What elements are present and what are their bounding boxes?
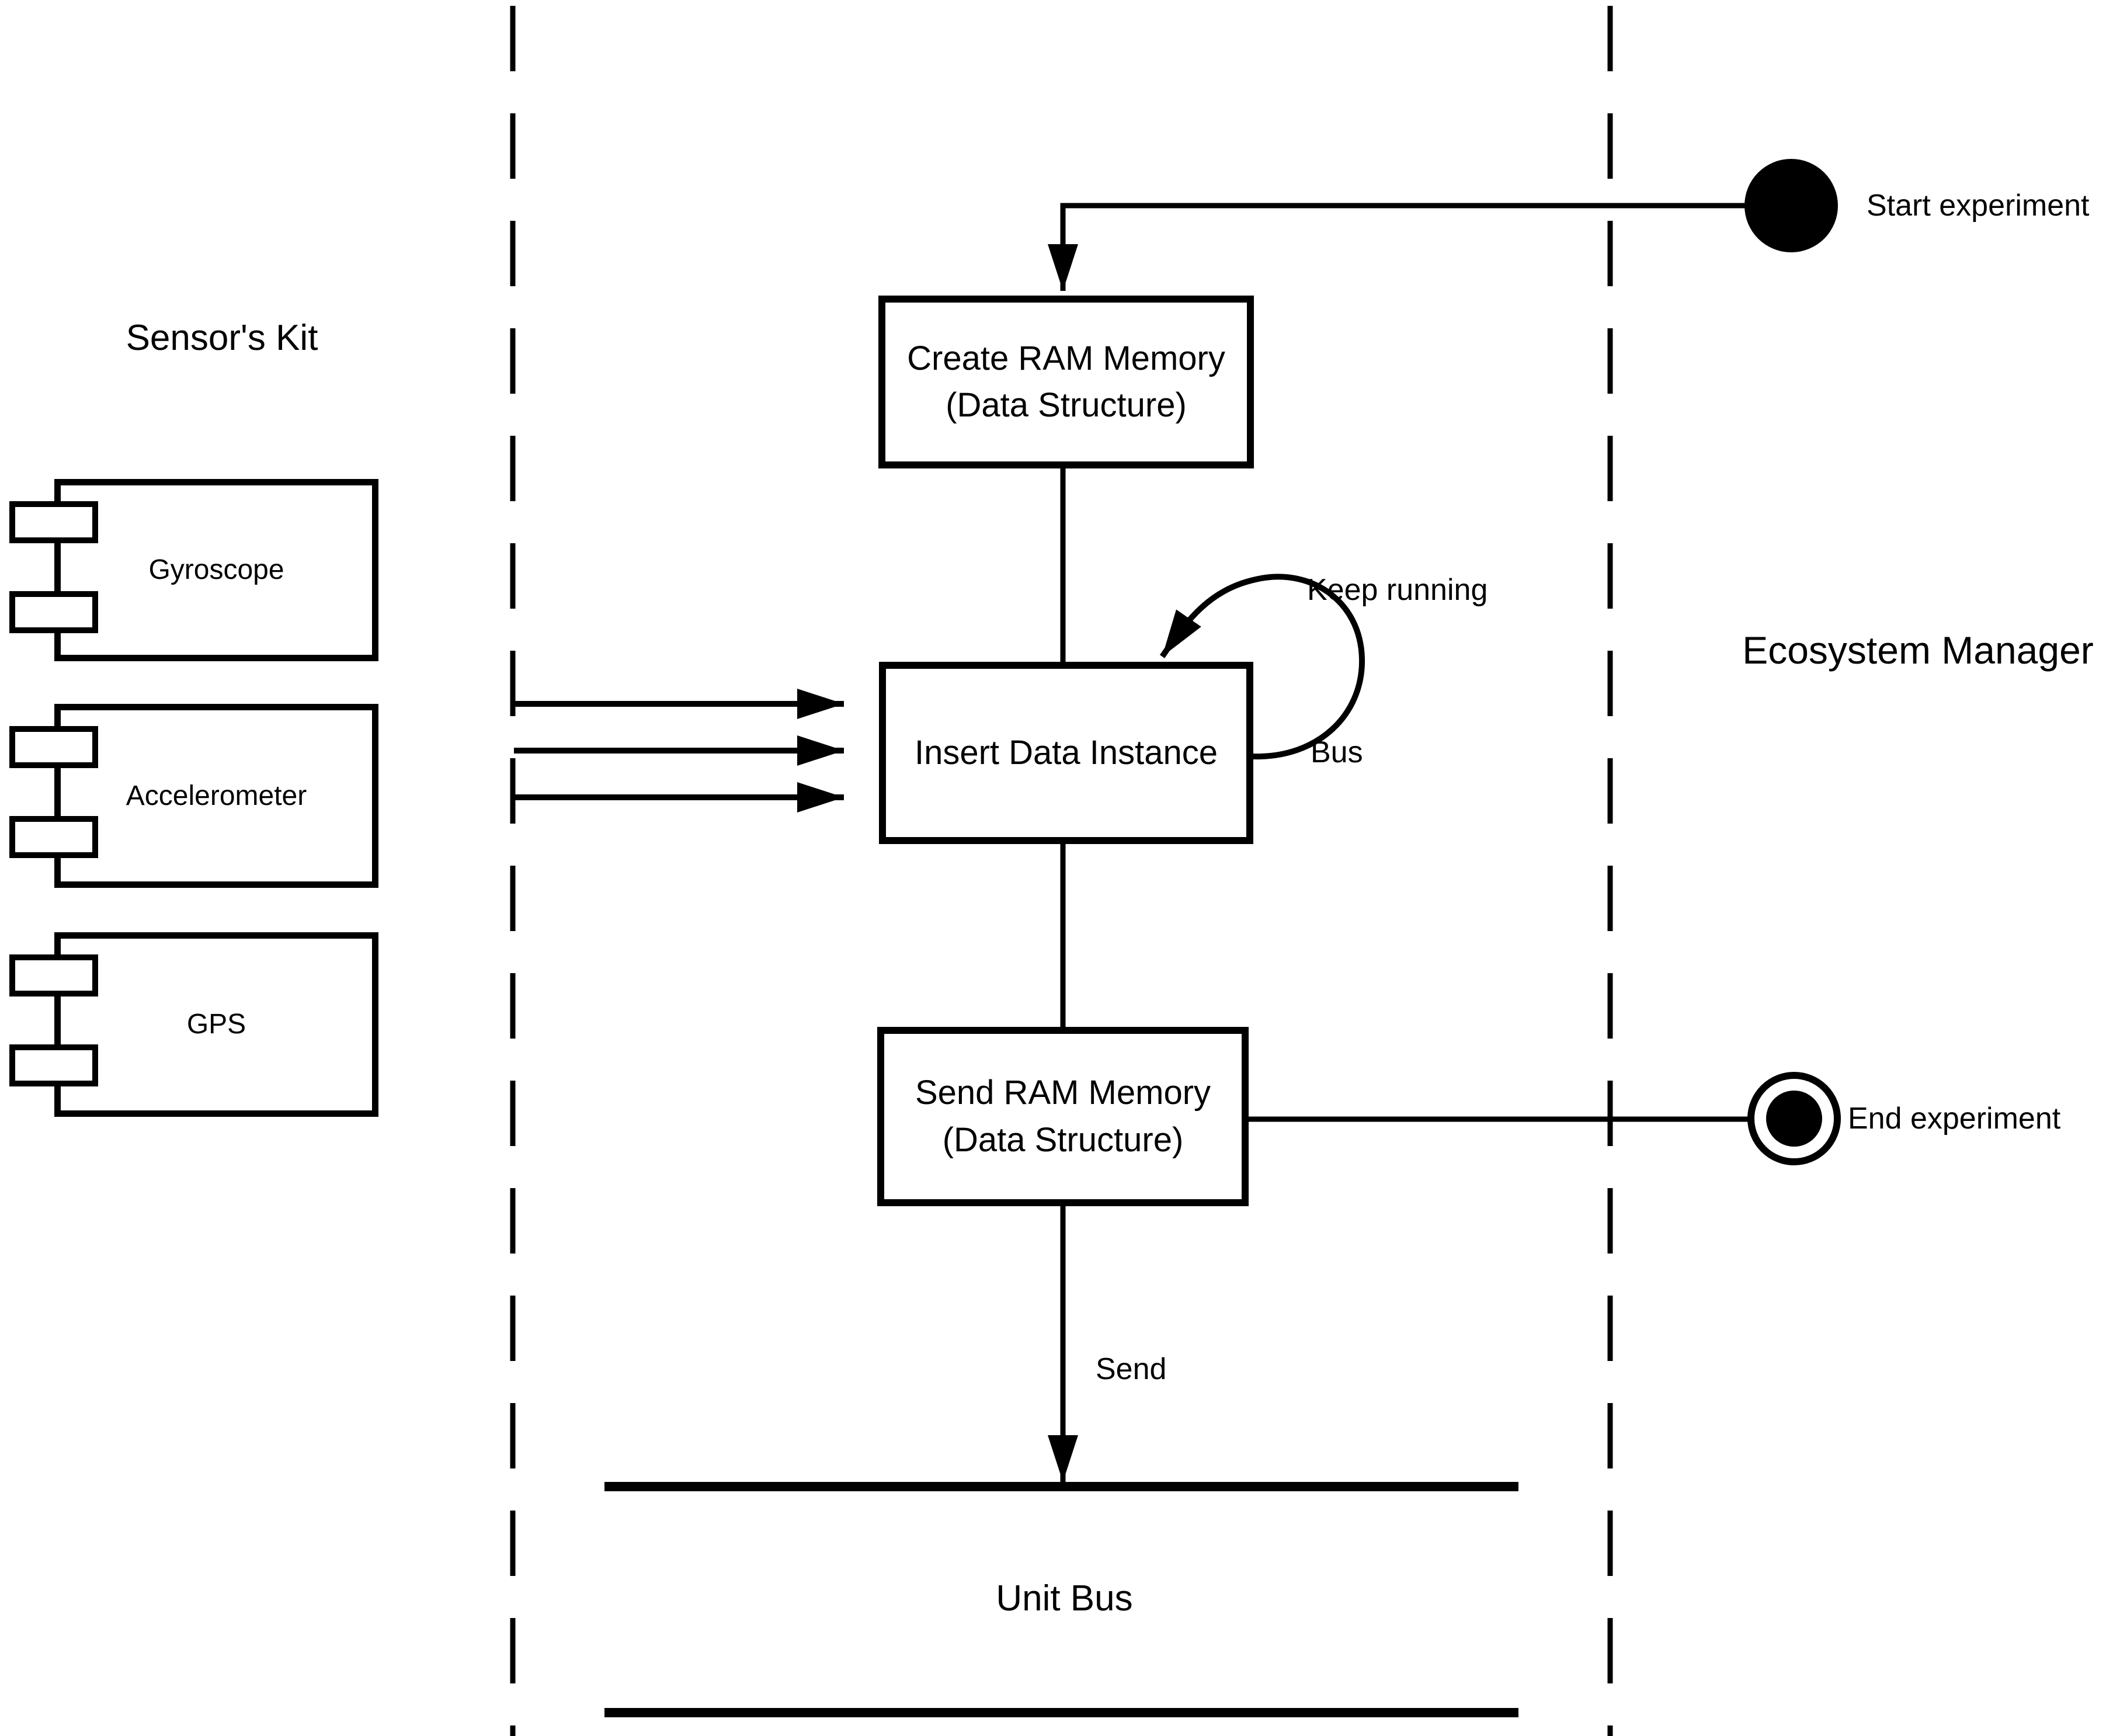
lane-title-sensors-kit: Sensor's Kit bbox=[126, 318, 318, 358]
lane-title-ecosystem-manager: Ecosystem Manager bbox=[1742, 629, 2094, 672]
lane-title-unit-bus: Unit Bus bbox=[996, 1578, 1133, 1619]
component-accelerometer-label: Accelerometer bbox=[126, 780, 307, 811]
component-port-icon bbox=[9, 954, 98, 997]
edge-label-send: Send bbox=[1096, 1352, 1167, 1386]
activity-send-ram-memory: Send RAM Memory (Data Structure) bbox=[877, 1027, 1249, 1206]
component-port-icon bbox=[9, 1044, 98, 1086]
activity-create-ram-memory: Create RAM Memory (Data Structure) bbox=[878, 296, 1254, 468]
component-gps-label: GPS bbox=[186, 1009, 246, 1040]
edge-label-end-experiment: End experiment bbox=[1848, 1102, 2061, 1136]
component-port-icon bbox=[9, 501, 98, 543]
start-node-icon bbox=[1744, 159, 1838, 252]
activity-insert-data-instance: Insert Data Instance bbox=[879, 662, 1253, 844]
activity-create-ram-line1: Create RAM Memory bbox=[907, 339, 1225, 377]
activity-create-ram-line2: (Data Structure) bbox=[946, 386, 1187, 424]
self-loop-keep-running bbox=[1159, 574, 1365, 760]
edge-start-to-create bbox=[1048, 203, 1746, 291]
component-gyroscope: Gyroscope bbox=[54, 479, 378, 661]
activity-send-ram-line2: (Data Structure) bbox=[942, 1120, 1184, 1159]
component-gyroscope-label: Gyroscope bbox=[148, 554, 284, 585]
component-accelerometer: Accelerometer bbox=[54, 704, 378, 888]
end-node-icon bbox=[1766, 1091, 1822, 1147]
component-gps: GPS bbox=[54, 932, 378, 1117]
component-port-icon bbox=[9, 726, 98, 768]
component-port-icon bbox=[9, 591, 98, 633]
activity-insert-data-label: Insert Data Instance bbox=[914, 733, 1218, 772]
edge-label-bus: Bus bbox=[1311, 735, 1363, 769]
edge-label-keep-running: Keep running bbox=[1307, 573, 1488, 607]
edge-label-start-experiment: Start experiment bbox=[1867, 189, 2090, 223]
component-port-icon bbox=[9, 816, 98, 858]
activity-send-ram-line1: Send RAM Memory bbox=[915, 1074, 1211, 1112]
